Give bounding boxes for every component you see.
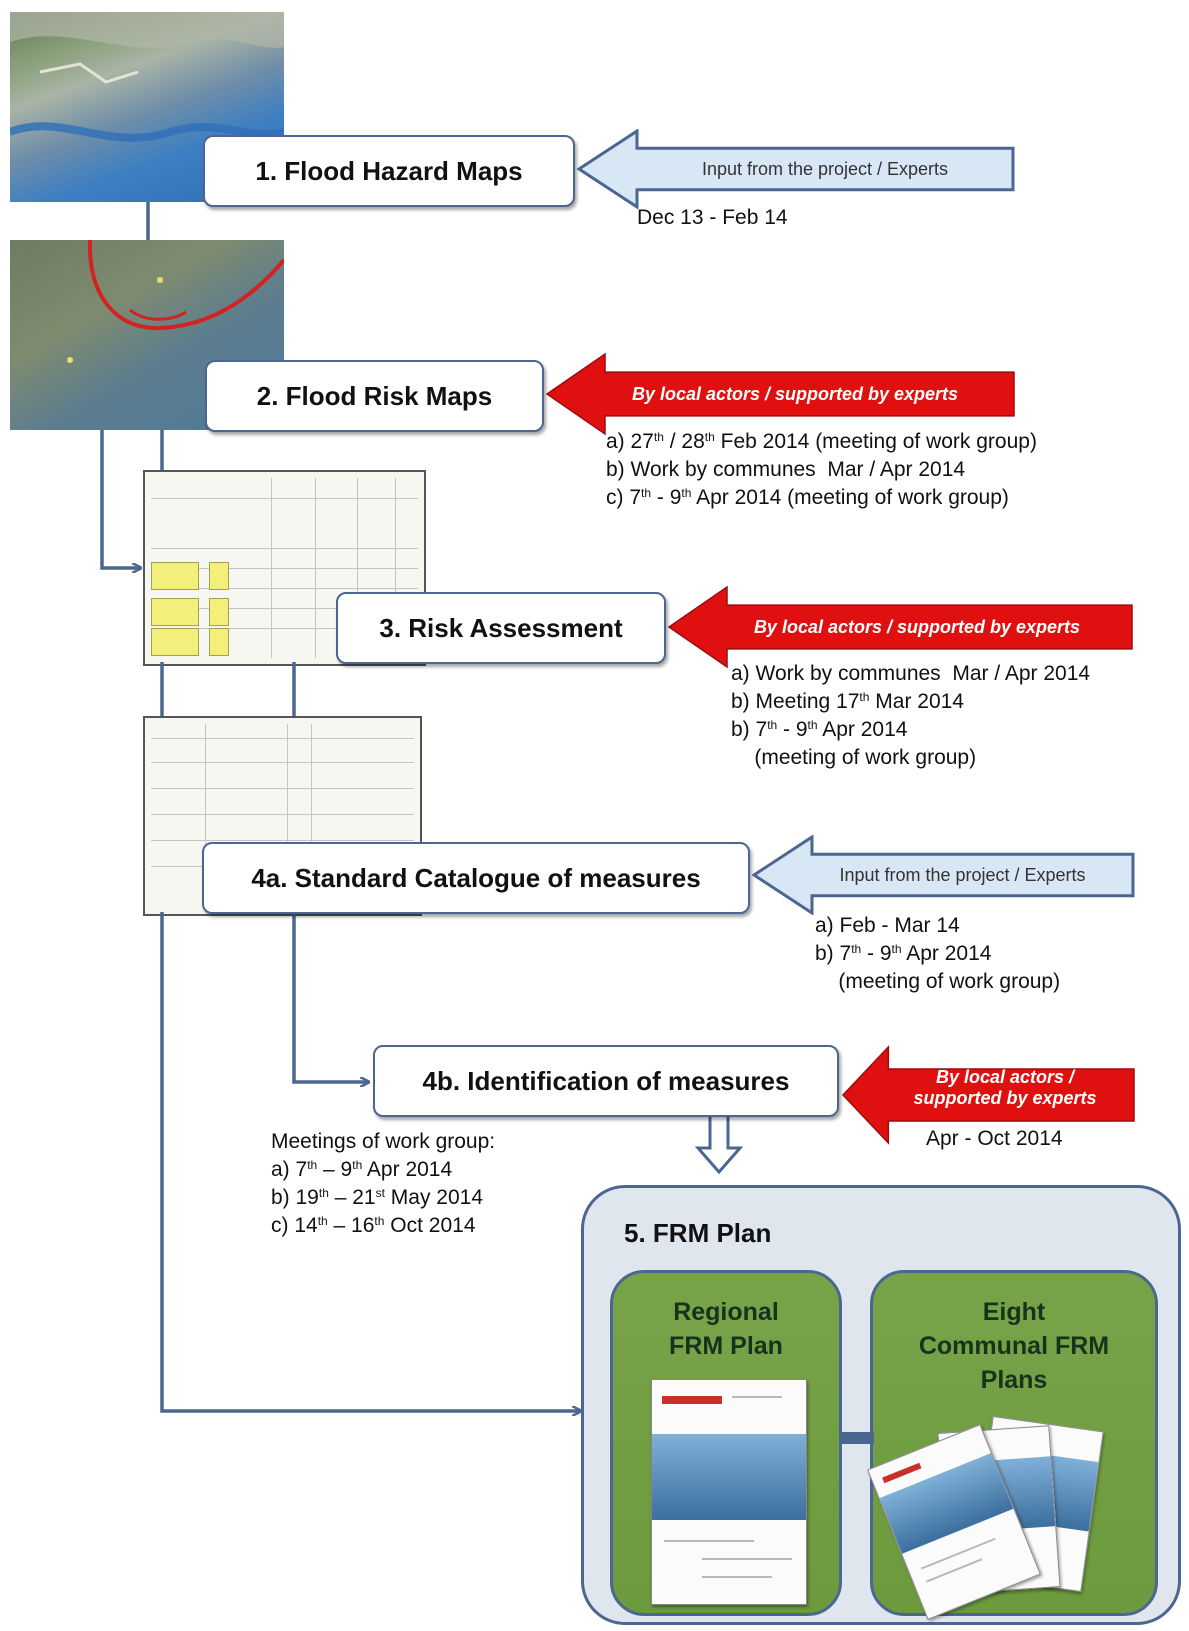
regional-frm-plan-title: Regional FRM Plan: [669, 1298, 783, 1360]
step-flood-hazard-maps: 1. Flood Hazard Maps: [203, 135, 575, 207]
local-arrow-2-label: By local actors / supported by experts: [631, 383, 959, 404]
local-arrow-3: [667, 585, 1135, 669]
notes-step-1: Dec 13 - Feb 14: [637, 204, 788, 232]
notes-step-3: a) Work by communes Mar / Apr 2014 b) Mee…: [731, 660, 1090, 772]
step-identification-of-measures: 4b. Identification of measures: [373, 1045, 839, 1117]
connector-4a-4b: [292, 912, 368, 1082]
step-flood-risk-maps: 2. Flood Risk Maps: [205, 360, 544, 432]
note-line: b) 7th - 9th Apr 2014: [815, 942, 992, 965]
notes-step-2: a) 27th / 28th Feb 2014 (meeting of work…: [606, 428, 1037, 512]
connector-to-plan: [160, 912, 580, 1411]
input-arrow-1-label: Input from the project / Experts: [701, 158, 949, 179]
note-line: (meeting of work group): [815, 970, 1061, 993]
input-arrow-4a: [752, 835, 1136, 915]
frm-plan-container: 5. FRM Plan Regional FRM Plan Eight Comm…: [581, 1185, 1181, 1625]
document-thumbnail: [651, 1379, 807, 1605]
note-line: c) 14th – 16th Oct 2014: [271, 1214, 476, 1237]
note-line: a) 7th – 9th Apr 2014: [271, 1158, 453, 1181]
input-arrow-1: [577, 129, 1016, 209]
note-line: b) Meeting 17th Mar 2014: [731, 690, 964, 713]
communal-frm-plans: Eight Communal FRM Plans: [867, 1270, 1158, 1620]
frm-plan-title: 5. FRM Plan: [624, 1218, 772, 1248]
note-line: a) Work by communes Mar / Apr 2014: [731, 662, 1091, 685]
note-line: b) 19th – 21st May 2014: [271, 1186, 484, 1209]
step-risk-assessment: 3. Risk Assessment: [336, 592, 666, 664]
note-line: a) 27th / 28th Feb 2014 (meeting of work…: [606, 430, 1037, 453]
regional-frm-plan: Regional FRM Plan: [610, 1270, 842, 1616]
note-line: a) Feb - Mar 14: [815, 914, 960, 937]
note-line: Meetings of work group:: [271, 1130, 496, 1153]
plan-link-bar: [840, 1432, 874, 1444]
step-standard-catalogue: 4a. Standard Catalogue of measures: [202, 842, 750, 914]
note-line: b) Work by communes Mar / Apr 2014: [606, 458, 966, 481]
note-line: Dec 13 - Feb 14: [637, 206, 788, 229]
note-line: (meeting of work group): [731, 746, 977, 769]
note-line: c) 7th - 9th Apr 2014 (meeting of work g…: [606, 486, 1009, 509]
local-arrow-4b: [841, 1045, 1137, 1145]
notes-step-4a: a) Feb - Mar 14 b) 7th - 9th Apr 2014 (me…: [815, 912, 1060, 996]
notes-meetings: Meetings of work group: a) 7th – 9th Apr …: [271, 1128, 495, 1240]
notes-step-4b: Apr - Oct 2014: [926, 1125, 1063, 1153]
local-arrow-4b-label: By local actors / supported by experts: [913, 1067, 1097, 1108]
note-line: Apr - Oct 2014: [926, 1127, 1063, 1150]
local-arrow-3-label: By local actors / supported by experts: [753, 616, 1081, 637]
input-arrow-4a-label: Input from the project / Experts: [839, 864, 1086, 885]
local-arrow-2: [545, 352, 1017, 436]
down-arrow-to-plan: [694, 1113, 744, 1175]
connector-2-3: [100, 430, 140, 568]
note-line: b) 7th - 9th Apr 2014: [731, 718, 908, 741]
communal-frm-plans-title: Eight Communal FRM Plans: [918, 1298, 1110, 1394]
